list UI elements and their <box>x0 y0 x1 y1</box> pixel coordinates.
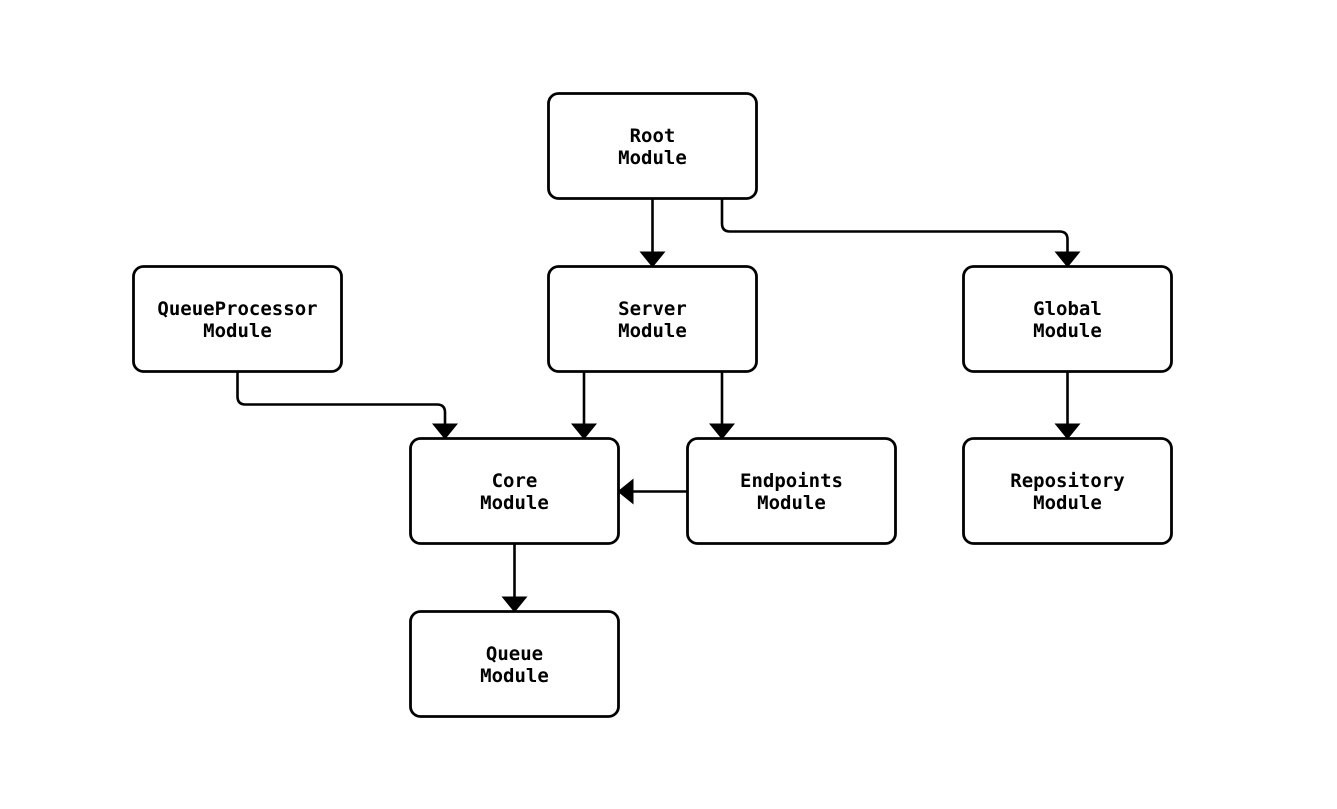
node-box-core <box>409 437 620 545</box>
node-box-repository <box>962 437 1173 545</box>
node-label-global-line1: Global <box>1033 298 1102 320</box>
edge-queueprocessor-to-core <box>236 371 458 440</box>
node-box-queueprocessor <box>132 265 343 373</box>
edge-root-to-global <box>720 198 1081 268</box>
node-label-global-line2: Module <box>1033 320 1102 342</box>
node-label-root-line1: Root <box>630 125 676 147</box>
node-label-core-line1: Core <box>492 470 538 492</box>
node-box-server <box>547 265 758 373</box>
node-box-endpoints <box>686 437 897 545</box>
edges-layer <box>236 198 1081 613</box>
node-label-queueprocessor-line2: Module <box>203 320 272 342</box>
node-box-root <box>547 92 758 200</box>
node-label-repository-line2: Module <box>1033 492 1102 514</box>
node-label-core-line2: Module <box>480 492 549 514</box>
node-label-endpoints-line2: Module <box>757 492 826 514</box>
node-label-root-line2: Module <box>618 147 687 169</box>
node-label-queueprocessor-line1: QueueProcessor <box>157 298 317 320</box>
node-label-queue-line1: Queue <box>486 643 543 665</box>
node-box-global <box>962 265 1173 373</box>
node-label-repository-line1: Repository <box>1010 470 1124 492</box>
node-label-queue-line2: Module <box>480 665 549 687</box>
nodes-layer: RootModuleQueueProcessorModuleServerModu… <box>132 92 1173 718</box>
node-label-server-line1: Server <box>618 298 687 320</box>
node-box-queue <box>409 610 620 718</box>
node-label-endpoints-line1: Endpoints <box>740 470 843 492</box>
node-label-server-line2: Module <box>618 320 687 342</box>
